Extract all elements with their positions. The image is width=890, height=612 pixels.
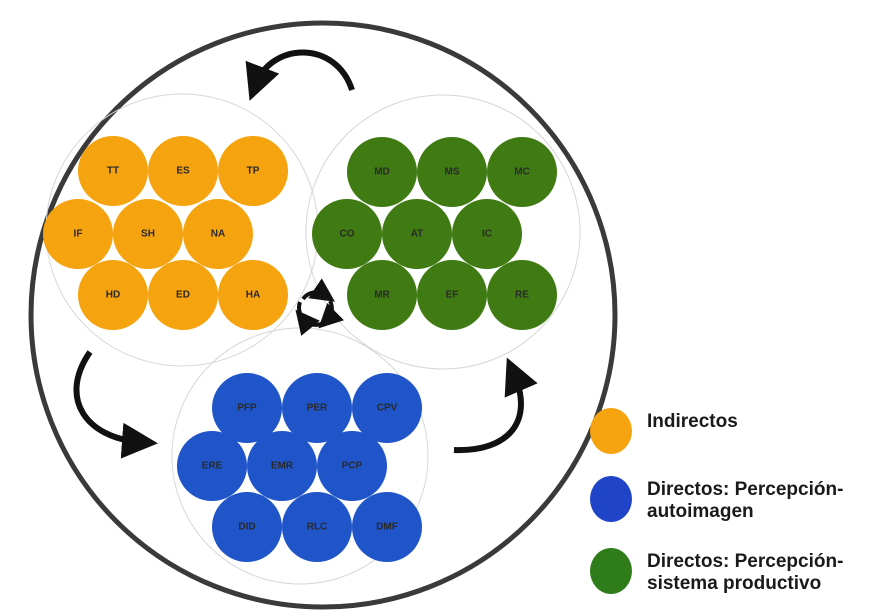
node-label-at: AT: [411, 229, 424, 240]
node-label-did: DID: [238, 522, 255, 533]
node-circle-rlc: [282, 492, 352, 562]
legend-label: Directos: Percepción- autoimagen: [647, 479, 844, 522]
node-circle-ms: [417, 137, 487, 207]
cluster-perception-system: MD MS MC CO AT IC MR EF RE: [312, 137, 557, 330]
node-circle-dmf: [352, 492, 422, 562]
node-label-rlc: RLC: [307, 522, 328, 533]
node-label-sh: SH: [141, 229, 155, 240]
node-label-if: IF: [74, 229, 83, 240]
cluster-outline-perception-system: [305, 94, 581, 370]
node-label-es: ES: [176, 166, 190, 177]
node-circle-md: [347, 137, 417, 207]
node-label-re: RE: [515, 290, 529, 301]
legend-item-perception-self: Directos: Percepción- autoimagen: [590, 476, 843, 523]
node-circle-pfp: [212, 373, 282, 443]
node-circle-mc: [487, 137, 557, 207]
node-circle-tp: [218, 136, 288, 206]
legend-item-perception-system: Directos: Percepción- sistema productivo: [590, 548, 843, 595]
legend-swatch-blue: [590, 476, 632, 522]
node-circle-if: [43, 199, 113, 269]
legend-swatch-orange: [590, 408, 632, 454]
node-label-mr: MR: [374, 290, 390, 301]
outer-circle: [28, 20, 618, 610]
node-label-ed: ED: [176, 290, 190, 301]
node-circle-ic: [452, 199, 522, 269]
node-circle-es: [148, 136, 218, 206]
node-circle-re: [487, 260, 557, 330]
node-circle-pcp: [317, 431, 387, 501]
node-circle-per: [282, 373, 352, 443]
node-label-tp: TP: [247, 166, 260, 177]
node-label-ms: MS: [445, 167, 460, 178]
node-circle-ed: [148, 260, 218, 330]
node-label-co: CO: [340, 229, 355, 240]
node-label-mc: MC: [514, 167, 530, 178]
node-label-ha: HA: [246, 290, 260, 301]
node-label-md: MD: [374, 167, 390, 178]
node-label-ic: IC: [482, 229, 492, 240]
cluster-indirectos: TT ES TP IF SH NA HD ED HA: [43, 136, 288, 330]
node-circle-ere: [177, 431, 247, 501]
node-circle-emr: [247, 431, 317, 501]
node-circle-co: [312, 199, 382, 269]
node-label-na: NA: [211, 229, 225, 240]
cycle-arrows-icon: [295, 278, 344, 336]
node-circle-at: [382, 199, 452, 269]
node-label-pcp: PCP: [342, 461, 363, 472]
legend-item-indirectos: Indirectos: [590, 408, 738, 454]
node-label-tt: TT: [107, 166, 119, 177]
node-circle-na: [183, 199, 253, 269]
node-label-ef: EF: [446, 290, 459, 301]
curved-arrow-icon: [73, 350, 158, 459]
node-circle-sh: [113, 199, 183, 269]
node-circle-tt: [78, 136, 148, 206]
node-circle-ha: [218, 260, 288, 330]
curved-arrow-icon: [453, 357, 538, 454]
curved-arrow-icon: [245, 49, 355, 101]
node-circle-mr: [347, 260, 417, 330]
legend-label: Directos: Percepción- sistema productivo: [647, 551, 844, 594]
node-label-pfp: PFP: [237, 403, 257, 414]
node-circle-ef: [417, 260, 487, 330]
node-label-per: PER: [307, 403, 328, 414]
node-label-dmf: DMF: [376, 522, 398, 533]
node-circle-hd: [78, 260, 148, 330]
node-label-emr: EMR: [271, 461, 294, 472]
legend-swatch-green: [590, 548, 632, 594]
node-label-cpv: CPV: [377, 403, 398, 414]
node-circle-cpv: [352, 373, 422, 443]
node-circle-did: [212, 492, 282, 562]
cluster-perception-self: PFP PER CPV ERE EMR PCP DID RLC DMF: [177, 373, 422, 562]
node-label-ere: ERE: [202, 461, 223, 472]
node-label-hd: HD: [106, 290, 120, 301]
legend-label: Indirectos: [647, 411, 738, 432]
